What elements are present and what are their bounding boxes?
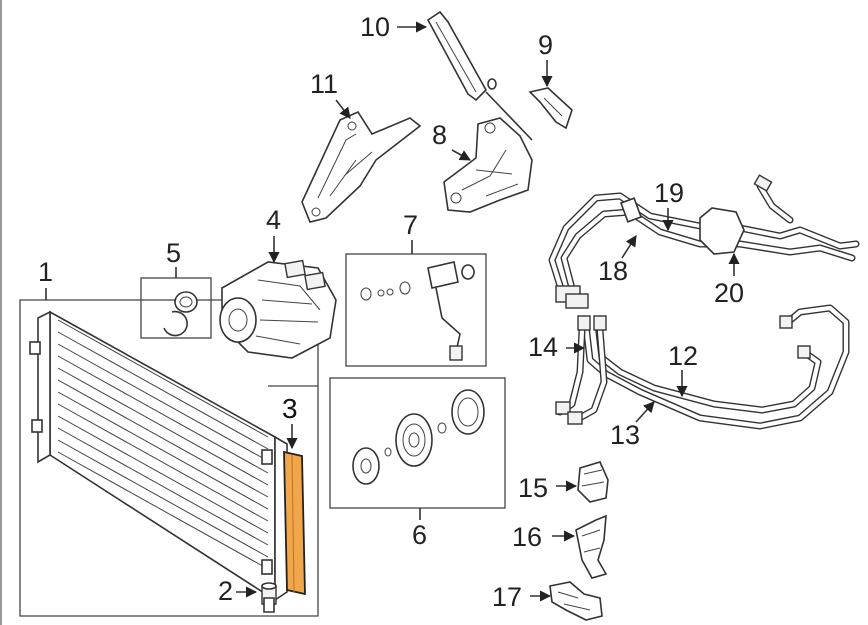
callout-5: 5 — [166, 238, 181, 268]
callout-1: 1 — [38, 257, 53, 287]
callout-7: 7 — [403, 210, 418, 240]
leader-18 — [621, 235, 637, 259]
callout-11: 11 — [310, 69, 338, 99]
leader-11 — [335, 99, 351, 119]
callout-18: 18 — [598, 256, 628, 286]
leader-8 — [451, 149, 471, 161]
callout-6: 6 — [412, 520, 427, 550]
clip-16-part[interactable] — [575, 514, 608, 579]
condenser-part[interactable] — [19, 299, 319, 617]
compressor-bracket-11[interactable] — [301, 110, 422, 223]
callout-9: 9 — [538, 30, 553, 60]
callout-16: 16 — [512, 522, 542, 552]
callout-20: 20 — [714, 278, 744, 308]
callout-4: 4 — [266, 205, 281, 235]
receiver-drier-part[interactable] — [268, 385, 318, 596]
callout-2: 2 — [218, 576, 233, 606]
callout-10: 10 — [360, 12, 390, 42]
condenser-bracket-box — [19, 299, 319, 617]
leader-13 — [635, 401, 655, 423]
clip-15-part[interactable] — [577, 461, 609, 503]
cap-part[interactable] — [261, 582, 277, 613]
suction-line-assembly[interactable] — [548, 174, 860, 309]
compressor-bracket-8[interactable] — [443, 117, 533, 213]
clip-17-part[interactable] — [549, 581, 603, 621]
clutch-assembly-part[interactable] — [329, 377, 506, 509]
callout-8: 8 — [432, 120, 447, 150]
callout-15: 15 — [518, 473, 548, 503]
small-bracket-9[interactable] — [528, 87, 573, 130]
callout-17: 17 — [492, 582, 522, 612]
compressor-part[interactable] — [219, 259, 337, 359]
callout-3: 3 — [282, 393, 298, 424]
seal-kit-part[interactable] — [140, 277, 212, 339]
callout-19: 19 — [654, 178, 684, 208]
callout-13: 13 — [610, 420, 640, 450]
callout-14: 14 — [528, 332, 558, 362]
callout-12: 12 — [668, 341, 698, 371]
bracket-arm-10[interactable] — [426, 10, 533, 141]
pressure-switch-kit-part[interactable] — [345, 253, 487, 367]
discharge-line-assembly[interactable] — [555, 304, 850, 430]
